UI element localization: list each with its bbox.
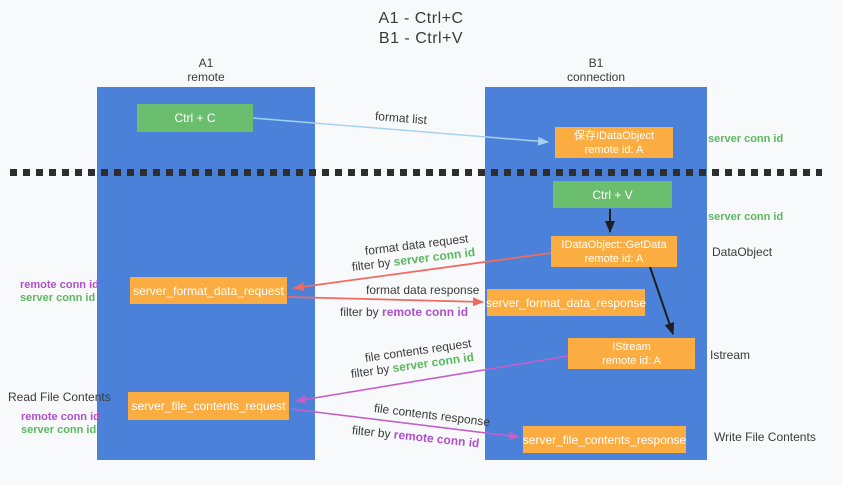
filter-by-prefix: filter by	[340, 305, 379, 319]
diagram-title-line2: B1 - Ctrl+V	[378, 30, 464, 47]
lifeline-b1-name: B1	[588, 56, 604, 70]
node-istream: IStream remote id: A	[568, 338, 695, 369]
flow-label-format-data-response: format data response	[366, 283, 480, 297]
arrow-format-list	[252, 117, 549, 146]
lifeline-a1-name: A1	[198, 56, 214, 70]
node-getdata-line1: IDataObject::GetData	[561, 238, 667, 251]
flow-label-filter-remote-1: filter by remote conn id	[340, 306, 468, 319]
label-remote-conn-id-1: remote conn id	[20, 279, 99, 291]
node-save-idataobject: 保存IDataObject remote id: A	[555, 127, 673, 158]
node-server-file-contents-request: server_file_contents_request	[128, 392, 289, 420]
node-file-request-label: server_file_contents_request	[131, 399, 286, 413]
label-remote-conn-id-2: remote conn id	[21, 411, 100, 423]
node-getdata-line2: remote id: A	[584, 252, 644, 265]
machine-boundary-dotted-line	[10, 169, 822, 176]
label-server-conn-id-1: server conn id	[20, 292, 96, 304]
label-read-file-contents: Read File Contents	[8, 390, 111, 404]
arrow-file-contents-request	[295, 355, 569, 404]
arrow-getdata-to-istream	[649, 266, 675, 335]
remote-conn-id-keyword: remote conn id	[382, 305, 469, 319]
node-ctrl-v: Ctrl + V	[553, 181, 672, 208]
diagram-title-line1: A1 - Ctrl+C	[378, 10, 464, 27]
label-server-conn-id-mid: server conn id	[708, 211, 784, 223]
lifeline-b1-role: connection	[566, 70, 626, 84]
node-istream-line2: remote id: A	[602, 354, 661, 367]
node-ctrl-v-label: Ctrl + V	[592, 187, 633, 202]
lifeline-header-b1: B1 connection	[485, 56, 707, 84]
node-istream-line1: IStream	[612, 340, 651, 353]
node-file-response-label: server_file_contents_response	[522, 432, 687, 447]
label-write-file-contents: Write File Contents	[714, 430, 816, 444]
arrow-format-data-response	[287, 296, 484, 307]
lifeline-header-a1: A1 remote	[97, 56, 315, 84]
node-ctrl-c: Ctrl + C	[137, 104, 253, 132]
node-server-format-data-response: server_format_data_response	[485, 289, 647, 316]
node-format-response-label: server_format_data_response	[485, 295, 647, 310]
label-server-conn-id-2: server conn id	[21, 424, 97, 436]
node-save-idataobject-line1: 保存IDataObject	[573, 129, 655, 142]
node-format-request-label: server_format_data_request	[133, 283, 284, 298]
label-istream: Istream	[710, 348, 751, 362]
node-server-format-data-request: server_format_data_request	[130, 277, 287, 304]
node-ctrl-c-label: Ctrl + C	[174, 111, 216, 125]
node-server-file-contents-response: server_file_contents_response	[523, 426, 686, 453]
node-save-idataobject-line2: remote id: A	[584, 143, 644, 156]
label-dataobject: DataObject	[712, 245, 773, 259]
lifeline-a1-role: remote	[187, 70, 225, 84]
node-idataobject-getdata: IDataObject::GetData remote id: A	[551, 236, 677, 267]
label-server-conn-id-top: server conn id	[708, 133, 784, 145]
diagram-title: A1 - Ctrl+C B1 - Ctrl+V	[0, 9, 842, 49]
arrow-file-contents-response	[290, 408, 520, 441]
arrow-format-data-request	[293, 252, 552, 292]
